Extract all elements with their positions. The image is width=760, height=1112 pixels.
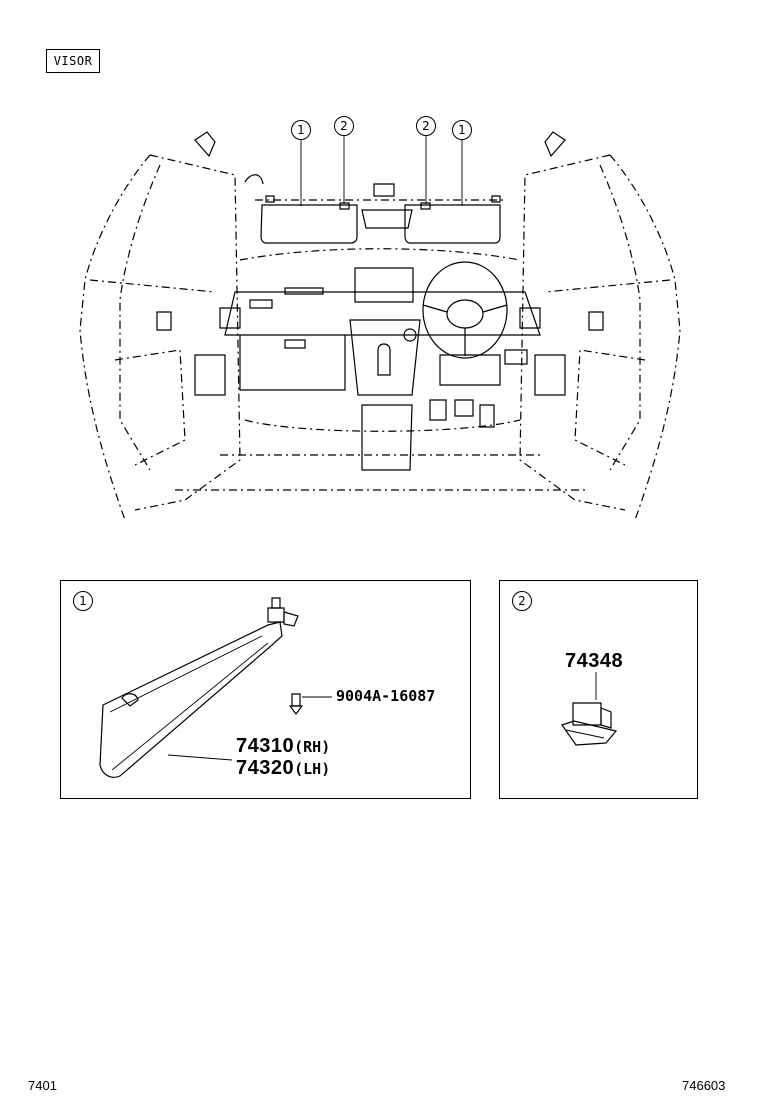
panel-callout-holder: 2 xyxy=(512,591,532,611)
visor-lh-side: (LH) xyxy=(294,760,331,778)
section-tag: VISOR xyxy=(46,49,100,73)
visor-rh-number: 74310 xyxy=(236,735,295,757)
interior-overview-illustration xyxy=(79,131,681,521)
footer-left-code: 7401 xyxy=(28,1078,57,1093)
visor-lh-number: 74320 xyxy=(236,757,295,779)
callout-leaders xyxy=(300,135,463,206)
panel-callout-visor: 1 xyxy=(73,591,93,611)
detail-panel-holder xyxy=(499,580,698,799)
label-visor-rh: 74310(RH) xyxy=(236,735,330,758)
detail-panel-visor xyxy=(60,580,471,799)
label-screw-part: 9004A-16087 xyxy=(336,687,436,705)
footer-right-code: 746603 xyxy=(682,1078,726,1093)
label-visor-lh: 74320(LH) xyxy=(236,757,330,780)
label-holder-part: 74348 xyxy=(565,650,624,672)
visor-rh-side: (RH) xyxy=(294,738,331,756)
